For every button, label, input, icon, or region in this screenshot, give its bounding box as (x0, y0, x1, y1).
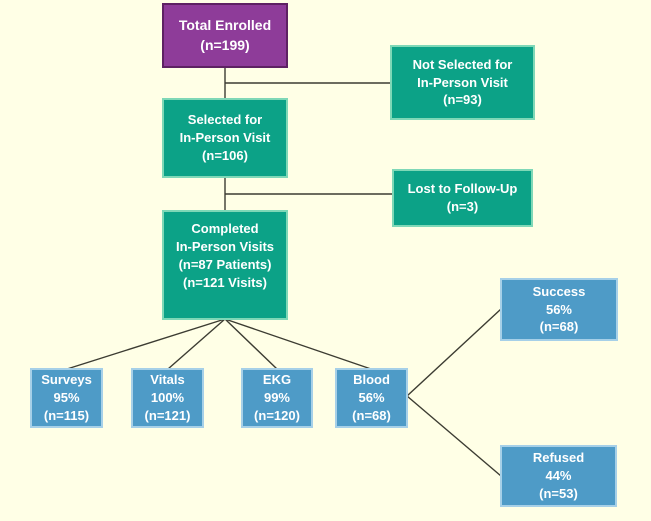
edge-completed-to-ekg (224, 318, 278, 370)
node-blood: Blood 56% (n=68) (335, 368, 408, 428)
node-ekg: EKG 99% (n=120) (241, 368, 313, 428)
node-vitals: Vitals 100% (n=121) (131, 368, 204, 428)
edge-completed-to-blood (224, 318, 372, 370)
node-label: Completed In-Person Visits (n=87 Patient… (175, 221, 274, 290)
edge-blood-to-success (406, 308, 502, 397)
node-label: Not Selected for In-Person Visit (n=93) (412, 56, 513, 108)
node-label: Selected for In-Person Visit (n=106) (179, 112, 271, 163)
node-completed-in-person-visits: Completed In-Person Visits (n=87 Patient… (162, 210, 288, 320)
node-surveys: Surveys 95% (n=115) (30, 368, 103, 428)
node-lost-to-follow-up: Lost to Follow-Up (n=3) (392, 169, 533, 227)
node-selected-for-in-person-visit: Selected for In-Person Visit (n=106) (162, 98, 288, 178)
node-label: Surveys 95% (n=115) (41, 372, 92, 423)
node-label: Vitals 100% (n=121) (144, 372, 191, 423)
node-label: Blood 56% (n=68) (352, 372, 391, 423)
node-label: Refused 44% (n=53) (532, 450, 585, 501)
edge-completed-to-vitals (167, 318, 226, 370)
node-label: Total Enrolled (n=199) (178, 17, 272, 53)
node-label: Lost to Follow-Up (n=3) (407, 181, 518, 214)
node-not-selected-for-in-person-visit: Not Selected for In-Person Visit (n=93) (390, 45, 535, 120)
node-refused: Refused 44% (n=53) (500, 445, 617, 507)
node-success: Success 56% (n=68) (500, 278, 618, 341)
node-label: Success 56% (n=68) (532, 283, 586, 335)
node-label: EKG 99% (n=120) (254, 372, 300, 423)
edge-completed-to-surveys (66, 318, 226, 370)
edge-blood-to-refused (406, 395, 502, 477)
node-total-enrolled: Total Enrolled (n=199) (162, 3, 288, 68)
